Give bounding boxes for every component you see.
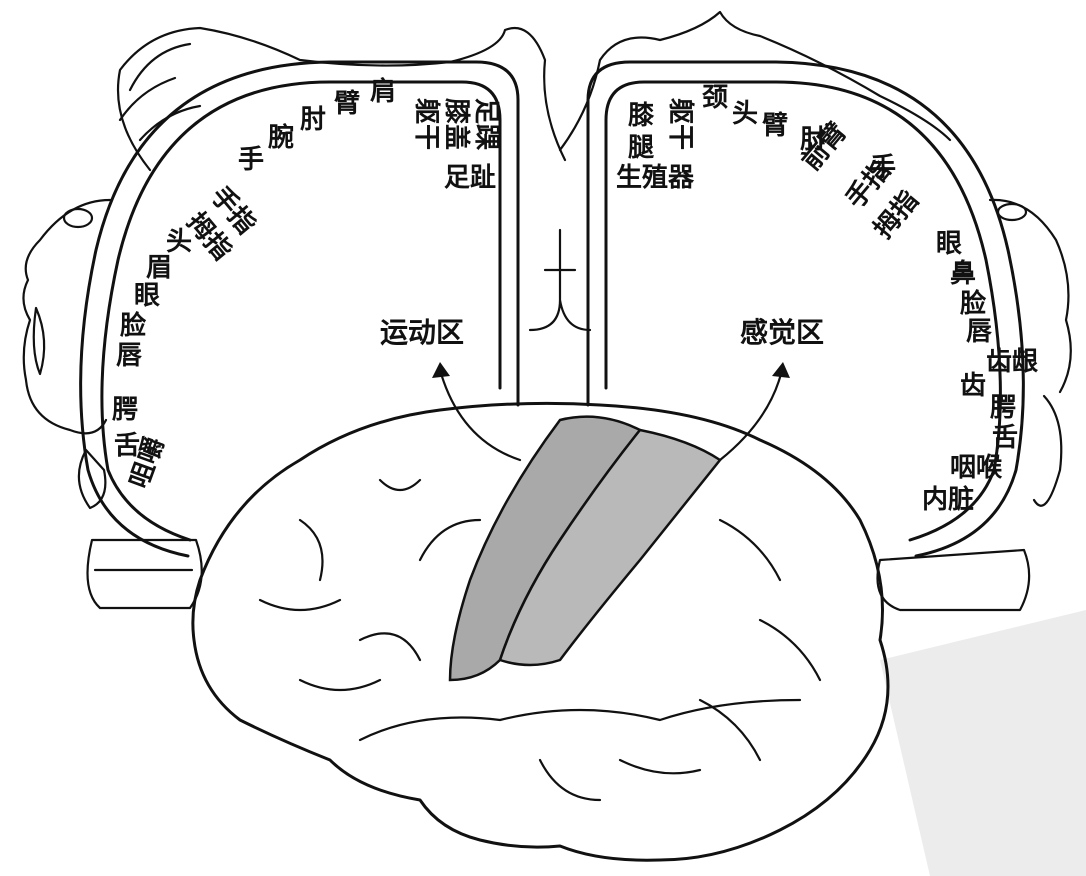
motor-label-palate: 腭 bbox=[112, 395, 138, 425]
sensory-label-neck: 颈 bbox=[702, 83, 728, 113]
motor-label-wrist: 腕 bbox=[267, 122, 294, 153]
motor-label-eye: 眼 bbox=[134, 281, 160, 311]
sensory-label-eye: 眼 bbox=[936, 229, 962, 259]
motor-label-shoulder: 肩 bbox=[370, 76, 396, 107]
sensory-label-head: 头 bbox=[732, 99, 758, 129]
motor-label-elbow: 肘 bbox=[300, 105, 326, 135]
midline-vessel bbox=[530, 230, 590, 330]
sensory-label-lips: 唇 bbox=[966, 317, 993, 347]
sensory-label-leg: 腿 bbox=[628, 133, 654, 163]
sensory-label-throat: 咽喉 bbox=[950, 452, 1003, 483]
sensory-label-teeth: 齿 bbox=[960, 371, 986, 401]
sensory-label-face: 脸 bbox=[960, 288, 987, 319]
sensory-arrowhead bbox=[772, 362, 790, 378]
motor-arrowhead bbox=[432, 362, 450, 378]
sensory-label-palate: 腭 bbox=[990, 393, 1016, 423]
motor-label-knee: 膝盖 bbox=[441, 97, 472, 150]
motor-label-hand: 手 bbox=[238, 145, 264, 175]
watermark bbox=[880, 610, 1086, 876]
sensory-label-knee: 膝 bbox=[627, 101, 655, 131]
sensory-label-arm: 臂 bbox=[762, 111, 788, 141]
motor-label-toes: 足趾 bbox=[444, 163, 496, 193]
sensory-label-gums: 齿龈 bbox=[986, 347, 1039, 377]
motor-arrow bbox=[440, 370, 520, 460]
motor-label-face: 脸 bbox=[120, 310, 147, 341]
sensory-label-genitals: 生殖器 bbox=[616, 162, 695, 193]
motor-label-brow: 眉 bbox=[146, 253, 172, 283]
motor-label-trunk: 躯干 bbox=[411, 97, 441, 150]
sensory-label-trunk: 躯干 bbox=[665, 97, 695, 150]
motor-area-label: 运动区 bbox=[380, 316, 464, 349]
sensory-label-tongue: 舌 bbox=[992, 423, 1018, 453]
sensory-area-label: 感觉区 bbox=[740, 316, 824, 349]
brain-lateral-view bbox=[193, 403, 888, 860]
motor-label-arm: 臂 bbox=[334, 89, 360, 119]
sensory-label-nose: 鼻 bbox=[950, 259, 976, 289]
motor-label-lips: 唇 bbox=[116, 341, 143, 371]
motor-label-ankle: 足踝 bbox=[471, 98, 501, 151]
sensory-label-viscera: 内脏 bbox=[922, 484, 974, 515]
